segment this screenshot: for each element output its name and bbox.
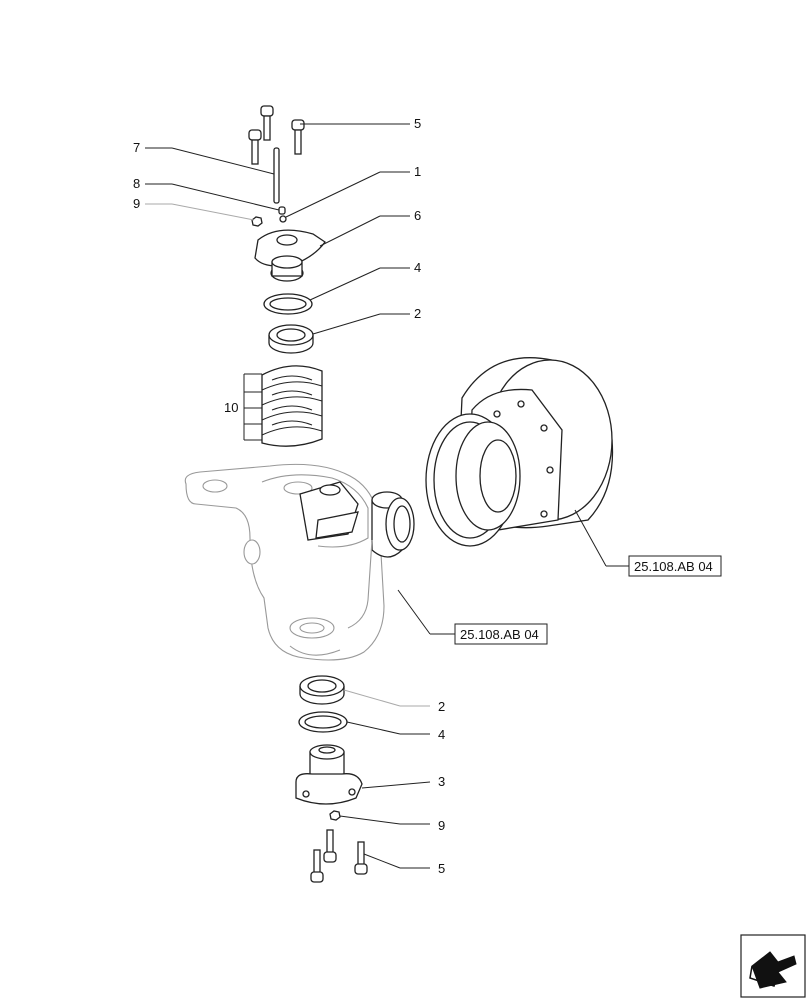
callout-9-bottom: 9 — [438, 818, 445, 833]
ball[interactable] — [279, 215, 287, 223]
king-pin-lower-cover[interactable] — [295, 744, 363, 805]
callout-10: 10 — [224, 400, 238, 415]
callout-8: 8 — [133, 176, 140, 191]
shim-stack[interactable] — [261, 365, 323, 447]
callout-4-bottom: 4 — [438, 727, 445, 742]
seal-ring-top[interactable] — [263, 293, 313, 315]
seal-ring-bottom[interactable] — [298, 711, 348, 733]
reference-hub-text: 25.108.AB 04 — [460, 627, 539, 642]
reference-hub[interactable]: 25.108.AB 04 — [454, 623, 548, 645]
bolt-top-3[interactable] — [291, 119, 305, 155]
callout-9-top: 9 — [133, 196, 140, 211]
hub-spline[interactable] — [347, 491, 415, 629]
callout-3: 3 — [438, 774, 445, 789]
grease-nipple-top[interactable] — [278, 206, 286, 215]
bolt-bottom-1[interactable] — [323, 829, 337, 863]
pin-rod[interactable] — [273, 147, 280, 204]
next-page-arrow-icon[interactable] — [740, 934, 806, 998]
callout-4-top: 4 — [414, 260, 421, 275]
ring-gear[interactable] — [425, 413, 521, 547]
bolt-bottom-3[interactable] — [354, 841, 368, 875]
callout-2-bottom: 2 — [438, 699, 445, 714]
reference-drum-text: 25.108.AB 04 — [634, 559, 713, 574]
king-pin-cover[interactable] — [254, 229, 326, 282]
callout-7: 7 — [133, 140, 140, 155]
nut-top[interactable] — [251, 216, 263, 227]
callout-2-top: 2 — [414, 306, 421, 321]
callout-labels: 5 7 1 8 9 6 4 2 10 2 4 3 9 5 — [133, 116, 445, 876]
bearing-bottom[interactable] — [299, 675, 345, 705]
callout-5-top: 5 — [414, 116, 421, 131]
steering-knuckle[interactable] — [184, 463, 385, 661]
nut-bottom[interactable] — [329, 810, 341, 821]
bearing-top[interactable] — [268, 324, 314, 354]
callout-1: 1 — [414, 164, 421, 179]
bolt-top-1[interactable] — [260, 105, 274, 141]
callout-5-bottom: 5 — [438, 861, 445, 876]
bolt-bottom-2[interactable] — [310, 849, 324, 883]
callout-6: 6 — [414, 208, 421, 223]
reference-drum[interactable]: 25.108.AB 04 — [628, 555, 722, 577]
leader-lines — [145, 123, 630, 869]
bolt-top-2[interactable] — [248, 129, 262, 165]
